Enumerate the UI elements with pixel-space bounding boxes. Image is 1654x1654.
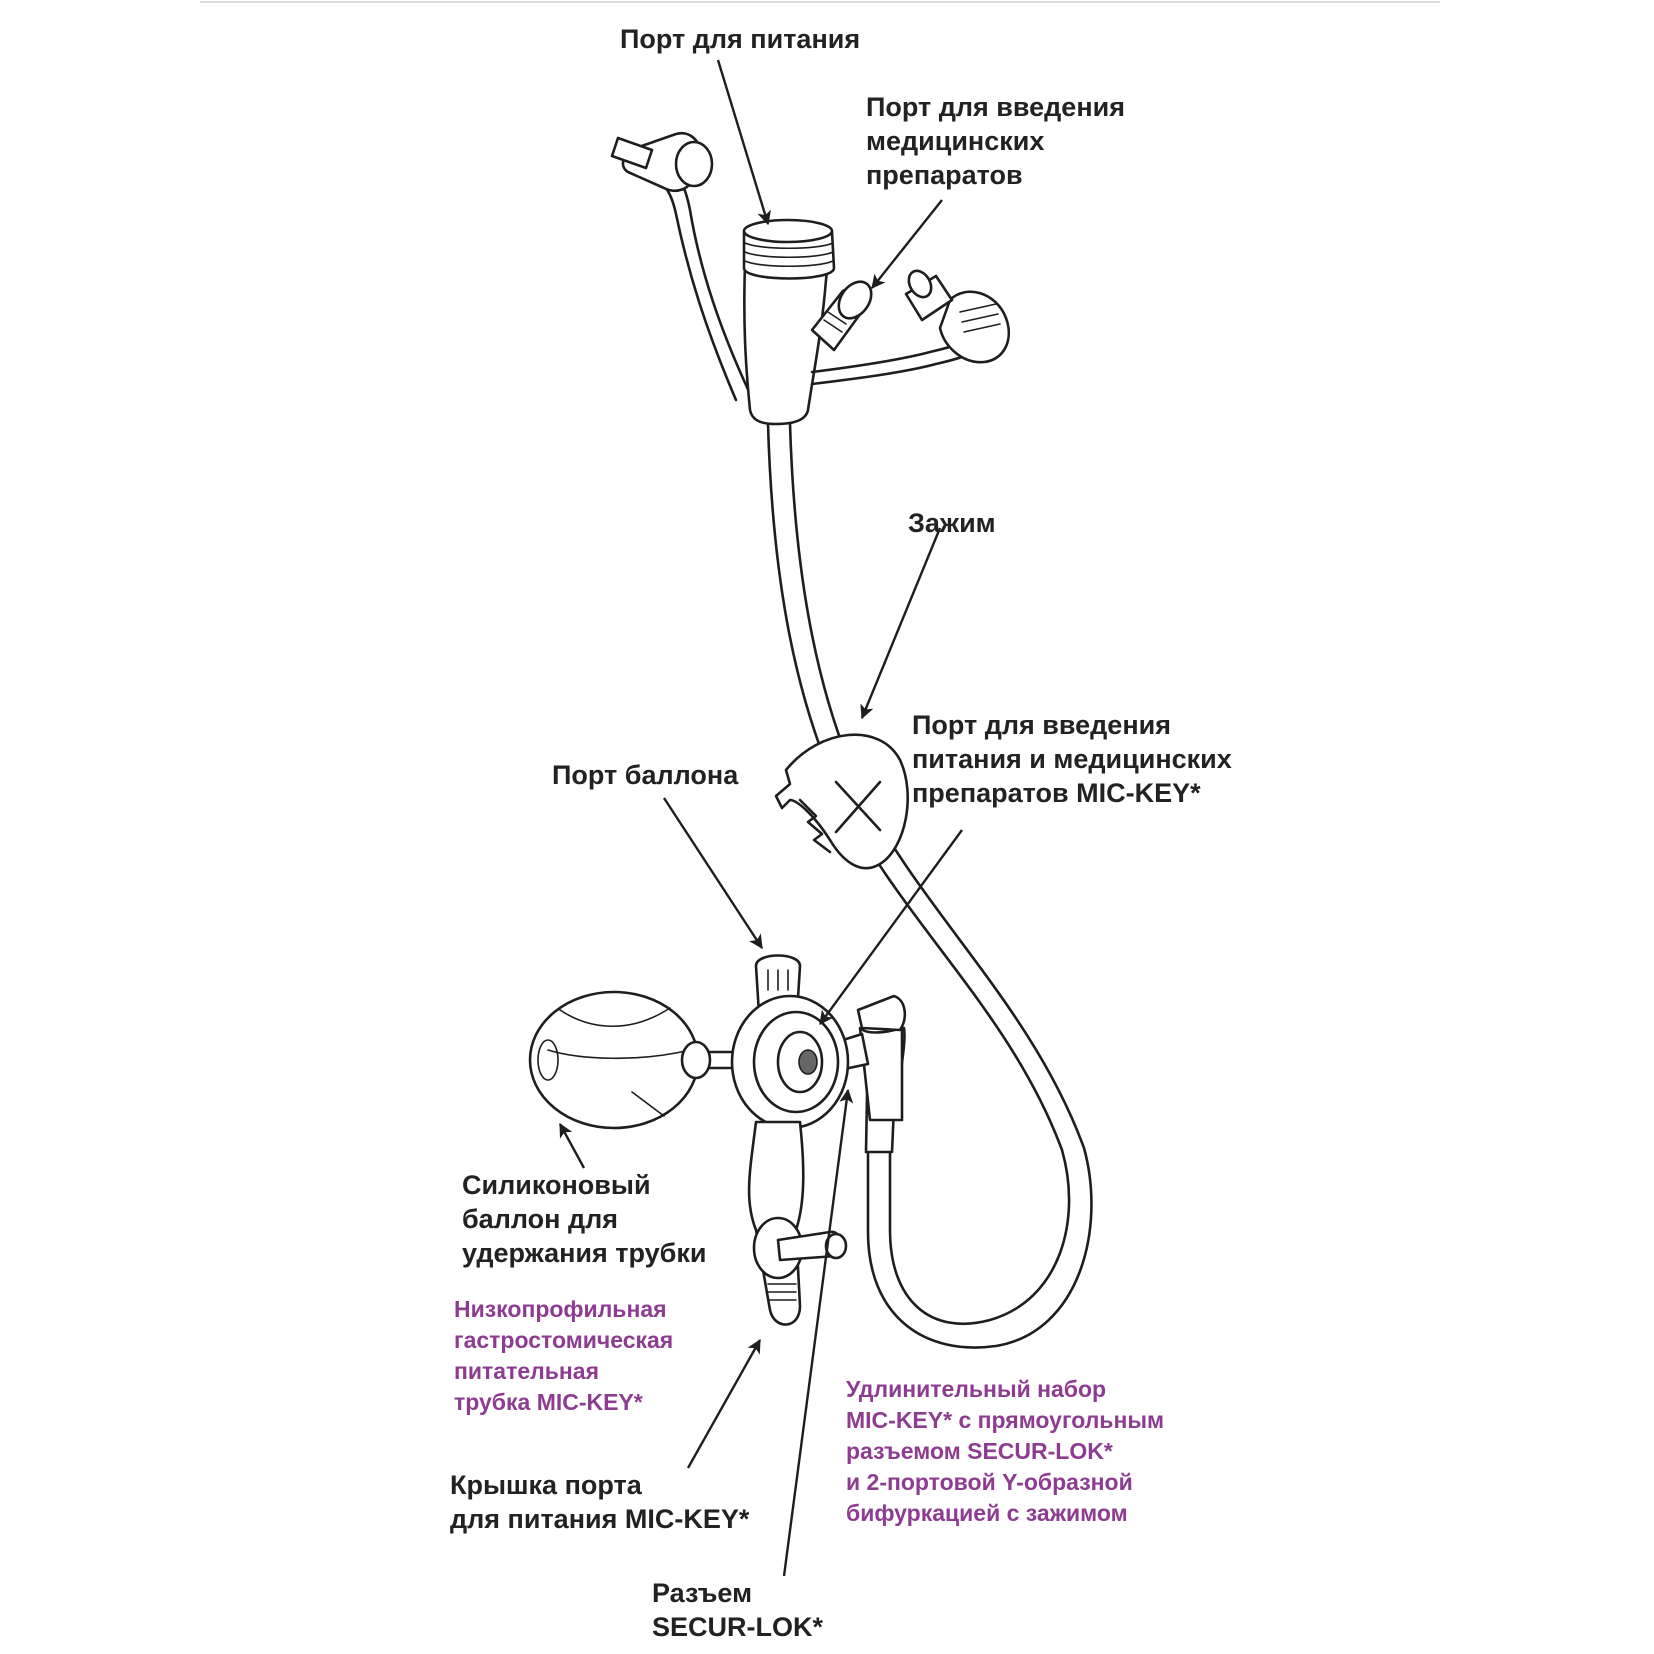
label-medication-port: Порт для введения медицинских препаратов [866,92,1125,190]
label-extension-set: Удлинительный набор MIC-KEY* с прямоугол… [846,1376,1164,1526]
label-feeding-port-cap: Крышка порта для питания MIC-KEY* [450,1470,750,1534]
arrow-feed-med-port [819,829,963,1025]
label-feed-med-port: Порт для введения питания и медицинских … [912,710,1232,808]
arrow-secur-lok [782,1088,854,1577]
clamp [774,733,910,870]
arrow-balloon-port [662,797,764,949]
arrow-feeding-port [716,59,771,226]
arrow-feeding-port-cap [686,1338,762,1469]
arrow-clamp [860,527,942,720]
label-low-profile-tube: Низкопрофильная гастростомическая питате… [454,1296,674,1415]
right-angle-connector [802,994,907,1154]
leader-arrows [558,59,963,1577]
extension-tube [766,422,1093,1349]
arrow-medication-port [871,199,943,289]
arrow-silicone-balloon [558,1122,586,1169]
label-clamp: Зажим [908,508,996,538]
label-balloon-port: Порт баллона [552,760,739,790]
y-connector [610,131,1011,426]
low-profile-button [528,954,850,1326]
label-silicone-balloon: Силиконовый баллон для удержания трубки [462,1170,707,1268]
label-feeding-port: Порт для питания [620,24,861,54]
label-secur-lok-connector: Разъем SECUR-LOK* [652,1578,824,1642]
